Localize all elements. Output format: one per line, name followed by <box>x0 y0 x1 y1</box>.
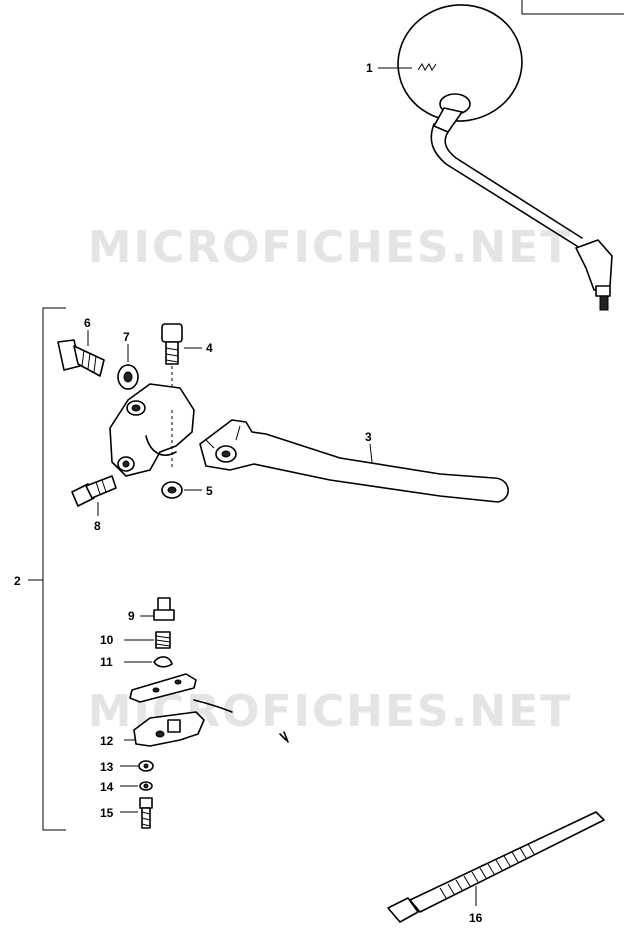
part-3-lever <box>199 419 509 503</box>
label-13: 13 <box>100 760 114 774</box>
part-8-bolt <box>71 475 117 507</box>
part-7-nut <box>117 364 139 390</box>
label-5: 5 <box>206 484 213 498</box>
stray-mark <box>279 731 289 743</box>
label-2: 2 <box>14 574 21 588</box>
part-10-spring <box>155 631 171 649</box>
part-1-mirror <box>397 4 613 311</box>
label-15: 15 <box>100 806 114 820</box>
label-10: 10 <box>100 633 114 647</box>
label-8: 8 <box>94 519 101 533</box>
lever-holder <box>109 383 195 477</box>
part-15-screw <box>139 797 153 829</box>
part-12-switch-housing <box>133 711 205 747</box>
part-5-nut <box>161 481 183 499</box>
frame-corner <box>521 0 624 15</box>
leader-3 <box>369 443 373 463</box>
label-3: 3 <box>365 430 372 444</box>
label-14: 14 <box>100 780 114 794</box>
part-13-washer <box>138 760 154 772</box>
label-6: 6 <box>84 316 91 330</box>
label-12: 12 <box>100 734 114 748</box>
part-6-bolt <box>57 339 105 377</box>
label-1: 1 <box>366 61 373 75</box>
part-16-cable-tie <box>387 811 605 923</box>
label-4: 4 <box>206 341 213 355</box>
label-9: 9 <box>128 609 135 623</box>
part-14-washer <box>139 781 153 791</box>
part-4-screw <box>161 323 183 386</box>
label-11: 11 <box>100 655 113 669</box>
switch-plate <box>129 673 233 713</box>
label-7: 7 <box>123 330 130 344</box>
part-11-clip <box>153 656 173 668</box>
part-9-screw <box>153 597 175 621</box>
part-2-bracket <box>28 307 66 831</box>
watermark-top: MICROFICHES.NET <box>88 222 573 273</box>
label-16: 16 <box>469 911 483 925</box>
